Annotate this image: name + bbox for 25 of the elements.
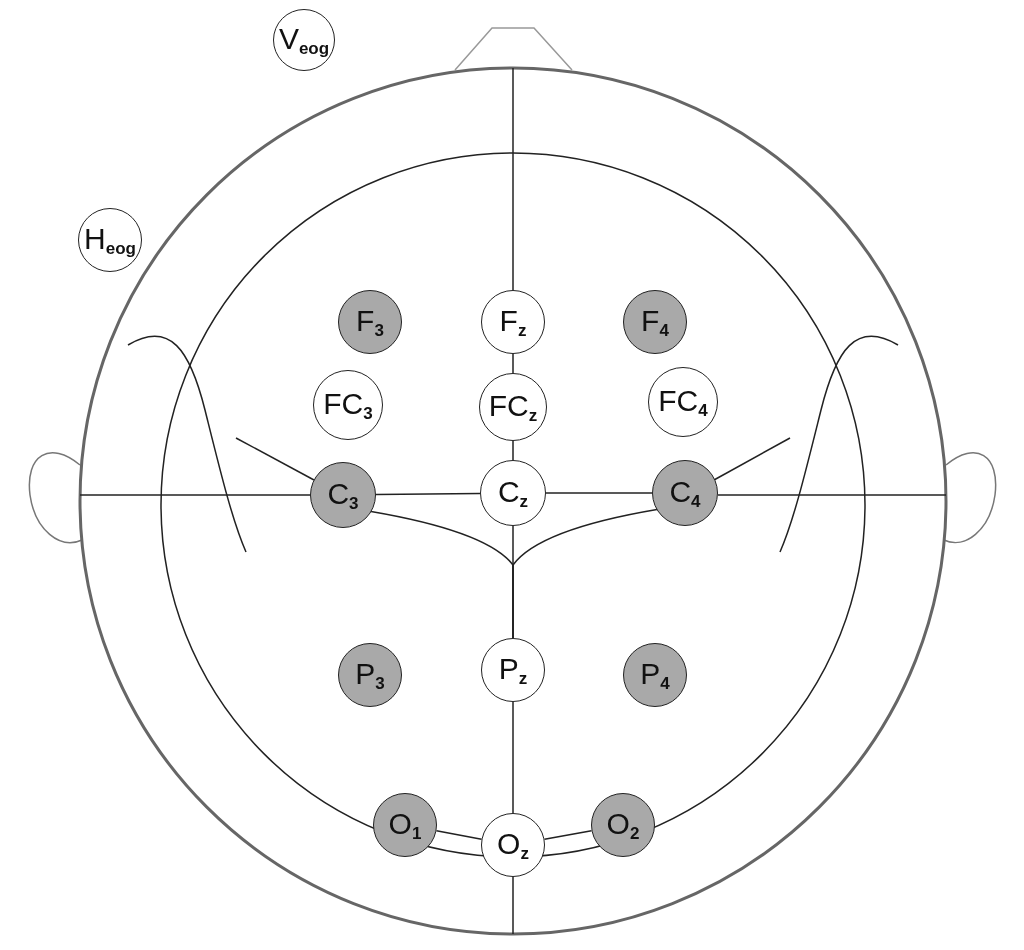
electrode-label: F$_{4}$ <box>641 305 669 339</box>
electrode-label: C$_{z}$ <box>497 476 529 510</box>
connector-line <box>545 492 653 494</box>
electrode-label: P$_{z}$ <box>498 653 528 687</box>
electrode-label: C$_{4}$ <box>669 476 701 510</box>
electrode-label: FC$_{z}$ <box>488 390 538 424</box>
electrode-label: FC$_{3}$ <box>323 388 373 422</box>
electrode-label: FC$_{4}$ <box>658 385 708 419</box>
connector-line <box>512 701 514 814</box>
electrode-label: P$_{4}$ <box>640 658 670 692</box>
electrode-label: H$_{eog}$ <box>84 223 136 257</box>
connector-line <box>512 353 514 374</box>
electrode-label: O$_{1}$ <box>388 808 422 842</box>
electrode-label: P$_{3}$ <box>355 658 385 692</box>
electrode-label: O$_{z}$ <box>497 828 529 862</box>
connector-line <box>375 492 481 496</box>
connector-line <box>435 830 483 840</box>
connector-line <box>512 525 514 639</box>
electrode-label: C$_{3}$ <box>327 478 359 512</box>
connector-line <box>512 440 514 461</box>
electrode-label: F$_{3}$ <box>356 305 384 339</box>
electrode-label: O$_{2}$ <box>606 808 640 842</box>
connector-line <box>543 829 593 841</box>
electrode-label: F$_{z}$ <box>499 305 527 339</box>
electrode-label: V$_{eog}$ <box>278 23 330 57</box>
